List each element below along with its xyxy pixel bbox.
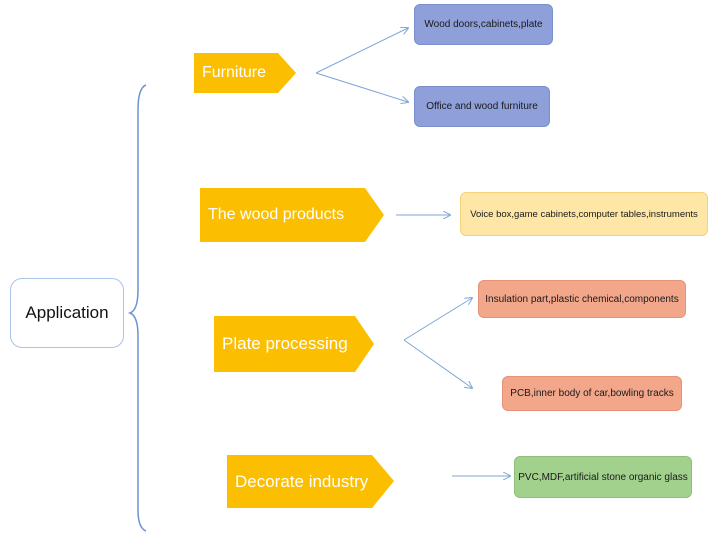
leaf-pcb: PCB,inner body of car,bowling tracks xyxy=(502,376,682,411)
leaf-insulation-part: Insulation part,plastic chemical,compone… xyxy=(478,280,686,318)
root-node-application: Application xyxy=(10,278,124,348)
leaf-voice-box: Voice box,game cabinets,computer tables,… xyxy=(460,192,708,236)
category-arrow-furniture xyxy=(194,53,296,93)
category-label-decorate-industry: Decorate industry xyxy=(235,471,369,491)
connector-plate-processing-2 xyxy=(403,339,472,388)
connector-plate-processing-1 xyxy=(403,298,472,341)
category-arrow-decorate-industry xyxy=(227,455,394,508)
category-arrow-wood-products xyxy=(200,188,384,242)
category-label-furniture: Furniture xyxy=(202,64,267,81)
leaf-office-furniture: Office and wood furniture xyxy=(414,86,550,127)
leaf-wood-doors: Wood doors,cabinets,plate xyxy=(414,4,553,45)
connector-furniture-1 xyxy=(315,28,408,74)
category-label-plate-processing: Plate processing xyxy=(222,334,348,353)
brace-line xyxy=(127,84,147,532)
category-arrow-plate-processing xyxy=(214,316,374,372)
leaf-pvc-mdf: PVC,MDF,artificial stone organic glass xyxy=(514,456,692,498)
connector-furniture-2 xyxy=(315,72,408,102)
category-label-wood-products: The wood products xyxy=(208,206,345,223)
